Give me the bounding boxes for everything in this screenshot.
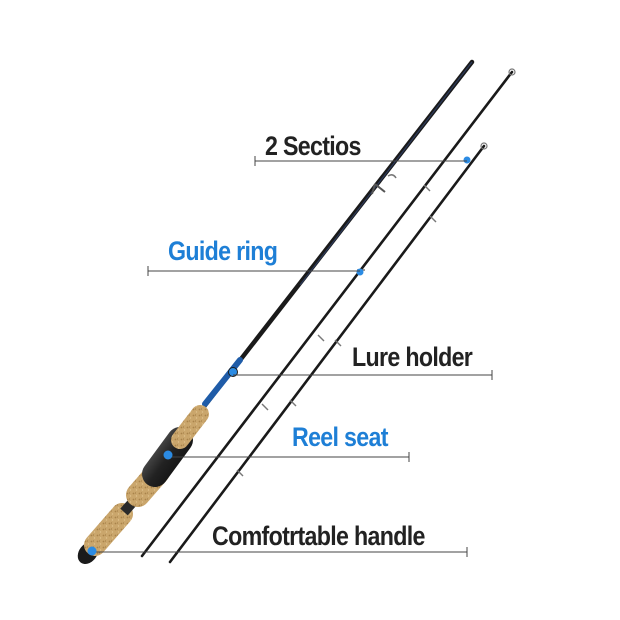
label-lure-holder: Lure holder	[352, 342, 473, 372]
label-guide-ring: Guide ring	[168, 236, 278, 266]
label-handle: Comfotrtable handle	[212, 521, 425, 551]
label-sections: 2 Sectios	[265, 131, 361, 161]
rod-tip-section-1	[140, 68, 516, 558]
label-reel-seat: Reel seat	[292, 422, 388, 452]
callout-markers	[87, 450, 173, 556]
callout-lines	[92, 156, 493, 557]
rod-tip-section-2	[168, 142, 488, 564]
rod-handle	[77, 174, 397, 564]
